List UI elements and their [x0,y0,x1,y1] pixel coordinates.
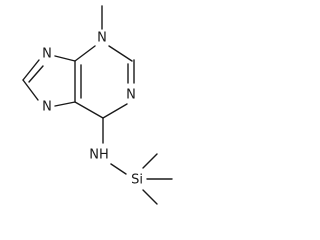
atom-n3: N [97,31,107,46]
bond-si-methyl-up [142,153,158,169]
bond-c4-n9 [54,55,76,62]
atom-n1: N [126,88,136,103]
bond-c6-c5 [74,101,104,119]
bond-n3-c2 [108,45,133,62]
bond-n9-c8-outer [22,59,40,81]
bond-n9-c8-inner [28,65,44,83]
atom-n9: N [42,47,52,62]
bond-c4-n3 [74,45,96,62]
bond-n1-c6 [102,103,128,119]
bond-nh-si [110,163,127,175]
atom-labels: N N N N NH Si [42,31,143,188]
bond-c8-n7 [22,79,39,101]
atom-nh: NH [89,148,109,163]
structural-formula: N N N N NH Si [22,5,173,205]
atom-n7: N [42,100,52,115]
bond-si-methyl-down [142,189,158,205]
bonds [22,5,173,205]
bond-n7-c5 [54,101,76,107]
atom-si: Si [131,173,143,188]
